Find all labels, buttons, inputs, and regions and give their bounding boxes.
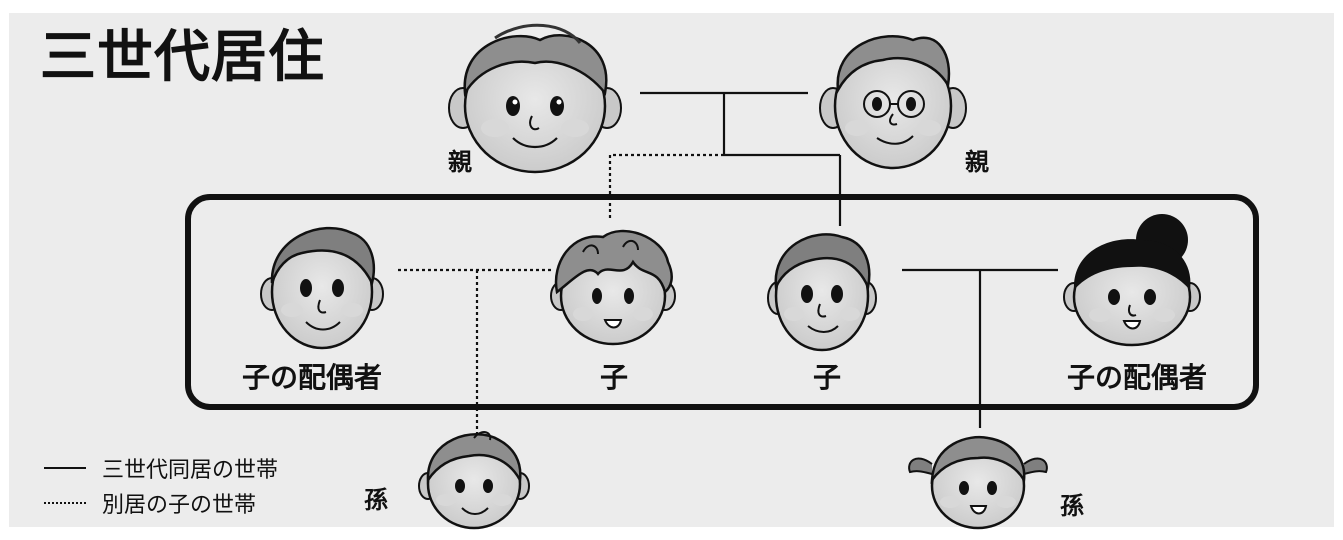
legend-dotted-label: 別居の子の世帯 bbox=[102, 493, 257, 518]
grandchild-left-face bbox=[418, 431, 530, 530]
spouse-right-face bbox=[1063, 214, 1201, 347]
dotted-connectors bbox=[398, 153, 724, 434]
spouse-left-face bbox=[260, 226, 384, 350]
label-spouse-right: 子の配偶者 bbox=[1066, 361, 1208, 394]
child-left-face bbox=[550, 229, 676, 346]
label-child-left: 子 bbox=[599, 361, 629, 394]
diagram-title: 三世代居住 bbox=[40, 25, 325, 90]
dotted-line-marker bbox=[44, 502, 86, 504]
solid-connectors bbox=[640, 91, 1058, 428]
label-grandchild-left: 孫 bbox=[364, 486, 388, 514]
label-child-right: 子 bbox=[812, 361, 842, 394]
legend-dotted: 別居の子の世帯 bbox=[44, 487, 256, 519]
child-right-face bbox=[767, 233, 877, 352]
grandchild-right-face bbox=[908, 435, 1048, 530]
grandfather-face bbox=[819, 35, 967, 170]
grandmother-face bbox=[448, 23, 622, 174]
label-spouse-left: 子の配偶者 bbox=[241, 361, 383, 394]
label-parent-right: 親 bbox=[965, 148, 989, 176]
solid-line-marker bbox=[44, 467, 86, 469]
household-frame bbox=[185, 194, 1259, 410]
label-grandchild-right: 孫 bbox=[1060, 492, 1084, 520]
legend-solid-label: 三世代同居の世帯 bbox=[102, 458, 279, 483]
legend-solid: 三世代同居の世帯 bbox=[44, 452, 278, 484]
label-parent-left: 親 bbox=[448, 148, 472, 176]
